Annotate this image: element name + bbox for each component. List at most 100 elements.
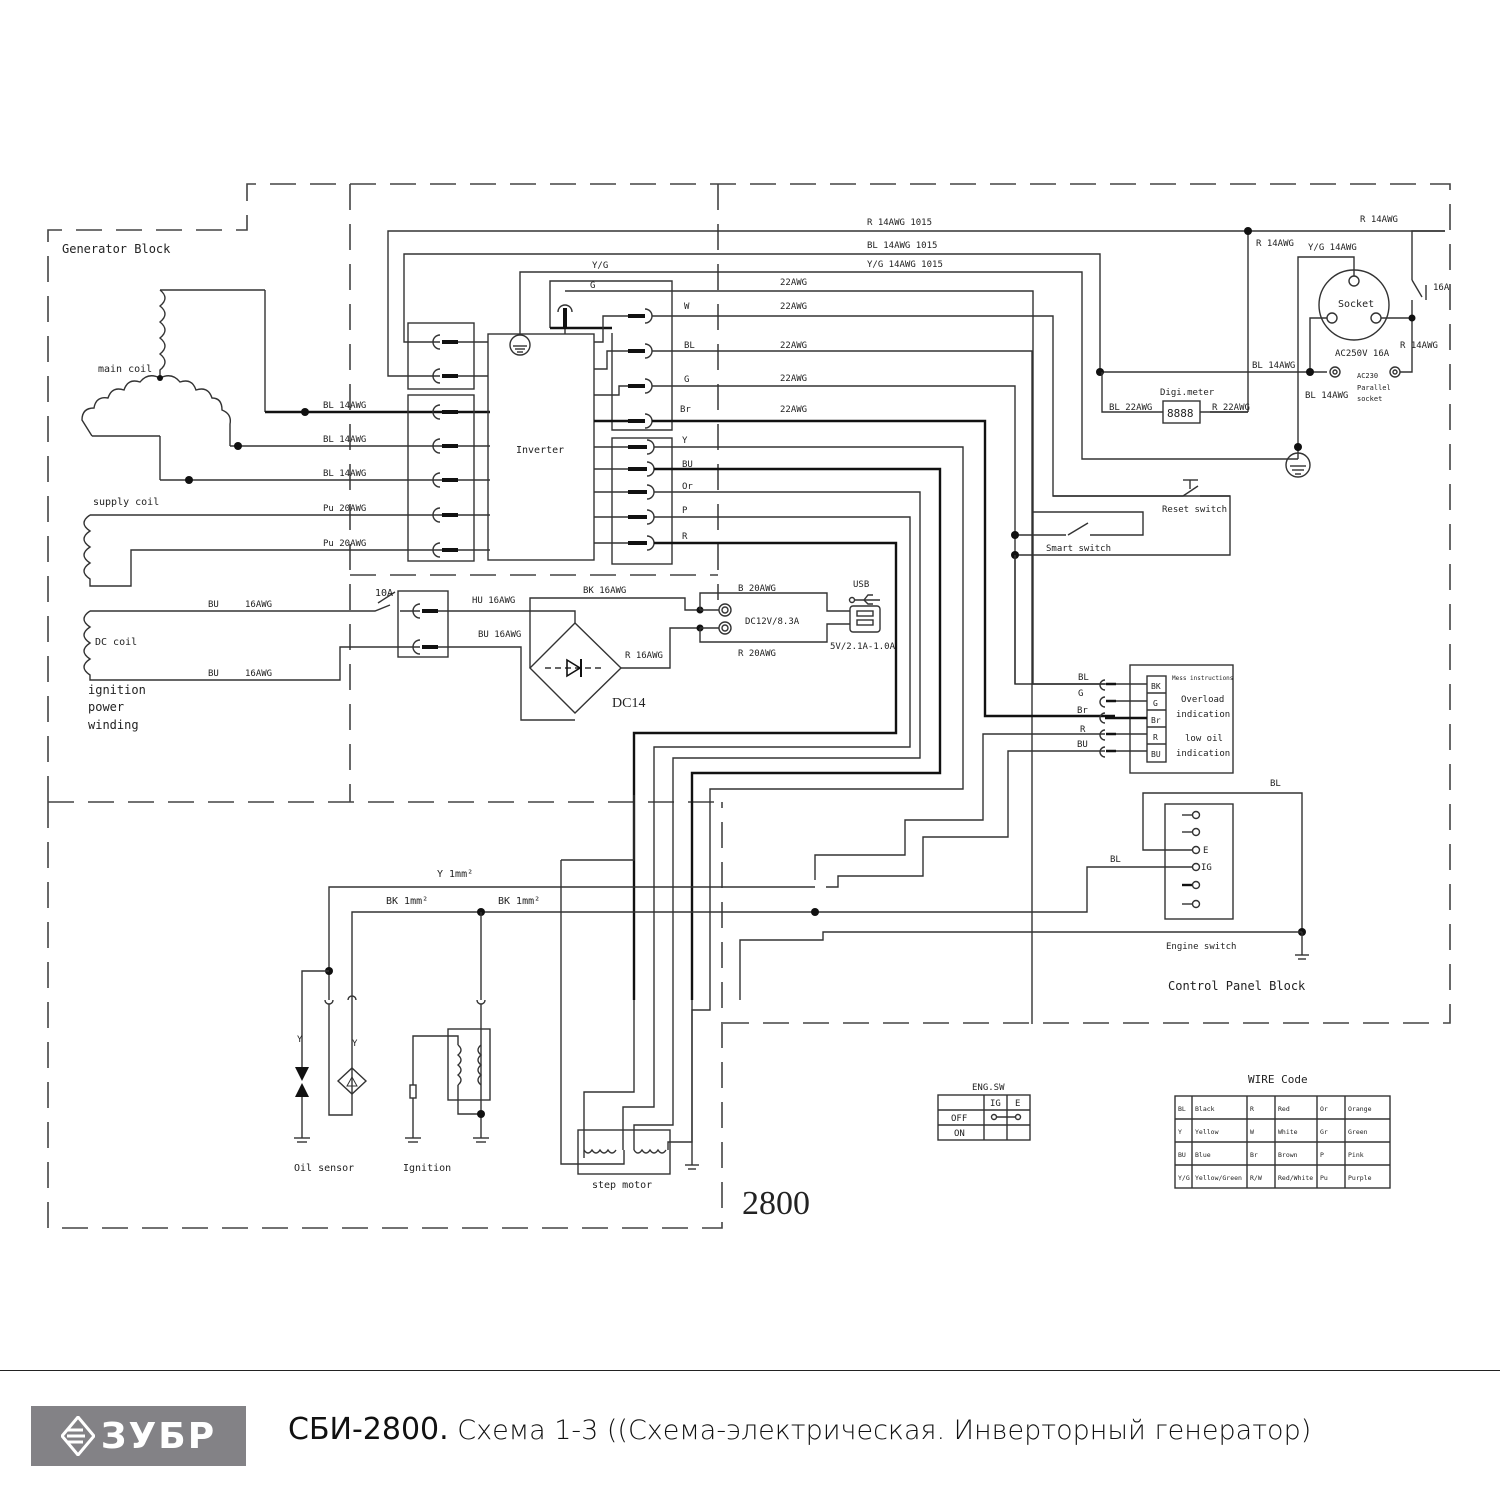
wire-label: BL 14AWG 1015	[867, 241, 937, 251]
wire-label: BL 14AWG	[1252, 361, 1295, 371]
wire-label: R 14AWG	[1400, 341, 1438, 351]
wire-label: BU	[208, 669, 219, 679]
wire-code-cell: W	[1250, 1128, 1254, 1136]
wire-label: G	[684, 375, 689, 385]
wire-code-cell: Red	[1278, 1105, 1290, 1113]
indicator-pin-label: R	[1153, 733, 1158, 742]
wire-label: BL	[1270, 779, 1281, 789]
wire-label: BL	[684, 341, 695, 351]
smart-switch-label: Smart switch	[1046, 544, 1111, 554]
wire-label: Br	[680, 405, 691, 415]
wire-code-cell: Pink	[1348, 1151, 1364, 1159]
indicator-pin-label: BK	[1151, 682, 1161, 691]
breaker-16a-label: 16A	[1433, 283, 1450, 293]
ignition-winding-label-2: power	[88, 700, 124, 714]
wire-label: R 14AWG 1015	[867, 218, 932, 228]
wire-code-cell: Green	[1348, 1128, 1368, 1136]
ignition-winding-label-1: ignition	[88, 683, 146, 697]
wire-label: Y/G 14AWG	[1308, 243, 1357, 253]
wire-label: Y 1mm²	[437, 869, 473, 880]
step-motor	[577, 1129, 699, 1175]
indicator-label: Overload	[1181, 695, 1224, 705]
wire-label: Pu 20AWG	[323, 504, 366, 514]
wire-label: BL 14AWG	[1305, 391, 1348, 401]
oil-sensor	[294, 970, 368, 1143]
indicator-panel	[814, 555, 1234, 888]
wire-code-cell: Or	[1320, 1105, 1328, 1113]
bottom-harness	[325, 795, 819, 1165]
wire-label: Y/G 14AWG 1015	[867, 260, 943, 270]
page-caption: СБИ-2800. Схема 1-3 ((Схема-электрическа…	[288, 1412, 1311, 1447]
left-connector-large	[407, 394, 475, 562]
brand-arrow-icon	[60, 1416, 95, 1456]
wire-code-cell: Pu	[1320, 1174, 1328, 1182]
parallel-socket-label: AC230	[1357, 372, 1378, 380]
wire-label: 22AWG	[780, 302, 807, 312]
parallel-socket-label: Parallel	[1357, 384, 1391, 392]
reset-switch-label: Reset switch	[1162, 505, 1227, 515]
indicator-label: low oil	[1185, 734, 1223, 744]
wire-label: P	[682, 506, 688, 516]
wire-label: Or	[682, 482, 693, 492]
wire-label: BU	[682, 460, 693, 470]
engine-switch-label: Engine switch	[1166, 942, 1236, 952]
wire-label: R 22AWG	[1212, 403, 1250, 413]
left-connector-small	[387, 230, 1445, 390]
wire-code-cell: Br	[1250, 1151, 1258, 1159]
usb-label: USB	[853, 580, 869, 590]
breaker-10a-label: 10A	[375, 588, 393, 599]
svg-text:8888: 8888	[1167, 407, 1194, 420]
wire-label: W	[684, 302, 690, 312]
wire-code-cell: Y	[1178, 1128, 1182, 1136]
rectifier-bridge	[529, 597, 700, 714]
wire-label: BL 22AWG	[1109, 403, 1152, 413]
usb-rating-label: 5V/2.1A-1.0A	[830, 642, 896, 652]
indicator-pin-label: BU	[1151, 750, 1161, 759]
wire-label: 16AWG	[245, 600, 272, 610]
socket-label: Socket	[1338, 299, 1374, 310]
wire-code-cell: Blue	[1195, 1151, 1211, 1159]
dc-output-label: DC12V/8.3A	[745, 617, 800, 627]
wire-code-cell: R	[1250, 1105, 1254, 1113]
wire-label: G	[590, 281, 595, 291]
main-coil	[81, 289, 266, 480]
eng-sw-title: ENG.SW	[972, 1083, 1005, 1093]
indicator-label: indication	[1176, 710, 1230, 720]
brand-logo: ЗУБР	[31, 1406, 246, 1466]
dc-output-terminals	[696, 592, 881, 643]
indicator-pin-label: G	[1153, 699, 1158, 708]
wire-label: BL 14AWG	[323, 469, 366, 479]
wire-code-cell: BU	[1178, 1151, 1186, 1159]
wire-label: 22AWG	[780, 278, 807, 288]
parallel-socket-label: socket	[1357, 395, 1382, 403]
wire-label: BK 16AWG	[583, 586, 626, 596]
eng-sw-table	[937, 1094, 1031, 1141]
ignition-label: Ignition	[403, 1163, 451, 1174]
socket-section: 8888	[1096, 227, 1445, 478]
wire-label: 16AWG	[245, 669, 272, 679]
wire-code-cell: Red/White	[1278, 1174, 1313, 1182]
engine-switch-pin-label: IG	[1201, 863, 1212, 873]
generator-output-wires	[160, 408, 490, 484]
switches	[1011, 479, 1231, 559]
eng-sw-row: ON	[954, 1129, 965, 1139]
footer-divider	[0, 1370, 1500, 1371]
wire-label: R 14AWG	[1360, 215, 1398, 225]
wire-label: Pu 20AWG	[323, 539, 366, 549]
control-panel-block-label: Control Panel Block	[1168, 979, 1306, 993]
indicator-label: indication	[1176, 749, 1230, 759]
wiring-schematic: Generator Block Control Panel Block main…	[47, 183, 1451, 1229]
wire-code-cell: Black	[1195, 1105, 1215, 1113]
ignition-winding-label-3: winding	[88, 718, 139, 732]
wire-label: R 16AWG	[625, 651, 663, 661]
oil-sensor-label: Oil sensor	[294, 1163, 354, 1174]
step-motor-label: step motor	[592, 1180, 652, 1191]
wire-code-cell: Brown	[1278, 1151, 1298, 1159]
wire-label: Y	[682, 436, 688, 446]
model-number: 2800	[742, 1185, 810, 1222]
wire-label: G	[1078, 689, 1083, 699]
engine-switch-pin-label: E	[1203, 846, 1208, 856]
digimeter-label: Digi.meter	[1160, 388, 1215, 398]
wire-label: R	[682, 532, 688, 542]
